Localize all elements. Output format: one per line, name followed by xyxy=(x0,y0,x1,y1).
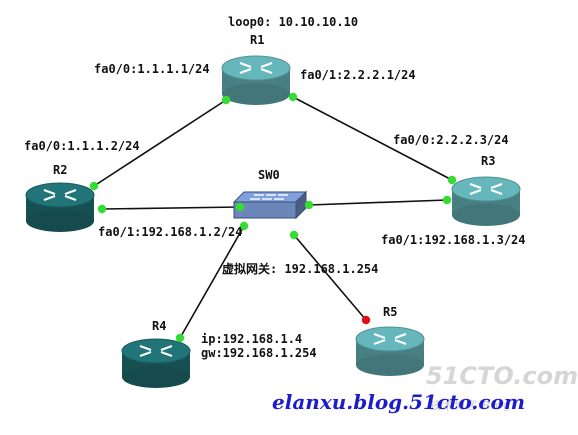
port-status-dot-up xyxy=(289,230,299,240)
port-status-dot-up xyxy=(97,204,107,214)
router-icon-r4 xyxy=(121,338,191,388)
port-status-dot-up xyxy=(239,221,249,231)
port-status-layer xyxy=(89,92,457,343)
switch-icon-sw0 xyxy=(232,190,308,220)
r1-fa01-label: fa0/1:2.2.2.1/24 xyxy=(300,68,416,82)
devices-layer xyxy=(25,55,521,388)
link-sw0-r5 xyxy=(293,234,367,321)
link-sw0-r3 xyxy=(308,199,448,206)
r4-name: R4 xyxy=(152,319,167,333)
port-status-dot-up xyxy=(304,200,314,210)
port-status-dot-up xyxy=(447,175,457,185)
port-status-dot-up xyxy=(235,202,245,212)
links-layer xyxy=(93,96,453,339)
port-status-dot-up xyxy=(442,195,452,205)
site-watermark-sub: 技术博客 Blog xyxy=(430,399,511,412)
r4-gw-label: gw:192.168.1.254 xyxy=(201,346,317,360)
r2-fa01-label: fa0/1:192.168.1.2/24 xyxy=(98,225,243,239)
router-icon-r5 xyxy=(355,326,425,376)
network-topology-diagram: R1 R2 R3 R4 R5 SW0 loop0: 10.10.10.10 fa… xyxy=(24,15,578,414)
port-status-dot-up xyxy=(175,333,185,343)
router-icon-r1 xyxy=(221,55,291,105)
r1-name: R1 xyxy=(250,33,265,47)
link-r1-r3 xyxy=(292,96,453,181)
router-icon-r2 xyxy=(25,182,95,232)
link-r2-sw0 xyxy=(101,206,241,210)
link-sw0-r4 xyxy=(179,225,245,339)
r4-ip-label: ip:192.168.1.4 xyxy=(201,332,303,346)
sw0-name: SW0 xyxy=(258,168,280,182)
r2-fa00-label: fa0/0:1.1.1.2/24 xyxy=(24,139,140,153)
topology-canvas xyxy=(25,55,521,388)
r1-fa00-label: fa0/0:1.1.1.1/24 xyxy=(94,62,210,76)
r3-fa01-label: fa0/1:192.168.1.3/24 xyxy=(381,233,526,247)
r3-name: R3 xyxy=(481,154,496,168)
blog-watermark: elanxu.blog.51cto.com xyxy=(272,390,525,414)
port-status-dot-up xyxy=(221,95,231,105)
r1-loopback-label: loop0: 10.10.10.10 xyxy=(228,15,359,29)
r3-fa00-label: fa0/0:2.2.2.3/24 xyxy=(393,133,509,147)
site-watermark: 51CTO.com xyxy=(426,362,578,390)
r2-name: R2 xyxy=(53,163,68,177)
router-icon-r3 xyxy=(451,176,521,226)
link-r1-r2 xyxy=(93,99,227,187)
port-status-dot-up xyxy=(89,181,99,191)
port-status-dot-down xyxy=(361,315,371,325)
r5-name: R5 xyxy=(383,305,398,319)
virtual-gateway-label: 虚拟网关: 192.168.1.254 xyxy=(222,262,379,276)
port-status-dot-up xyxy=(288,92,298,102)
